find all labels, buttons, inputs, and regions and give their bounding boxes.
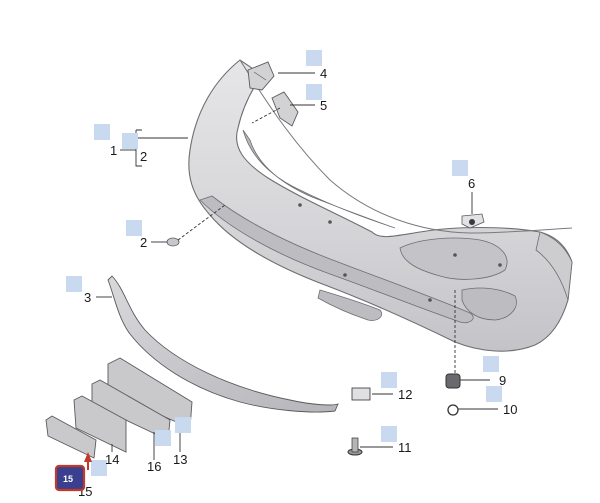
trim-strip-part-3 (107, 275, 339, 413)
callout-5[interactable]: 5 (320, 98, 327, 113)
callout-9[interactable]: 9 (499, 373, 506, 388)
sensor-part-9 (445, 373, 461, 389)
hotspot-16[interactable] (155, 430, 171, 446)
hotspot-13[interactable] (175, 417, 191, 433)
callout-labels: 1 2 2 3 4 5 6 9 10 11 12 13 14 15 16 (78, 66, 517, 499)
callout-1[interactable]: 1 (110, 143, 117, 158)
callout-4[interactable]: 4 (320, 66, 327, 81)
callout-6[interactable]: 6 (468, 176, 475, 191)
callout-13[interactable]: 13 (173, 452, 187, 467)
bracket-part-4 (247, 61, 275, 91)
clip-part-6 (461, 213, 485, 229)
cap-part-2 (166, 237, 180, 247)
bumper-cover-part (188, 59, 573, 352)
active-marker-15[interactable]: 15 (54, 452, 92, 492)
callout-16[interactable]: 16 (147, 459, 161, 474)
callout-12[interactable]: 12 (398, 387, 412, 402)
marker-arrow-icon (84, 452, 92, 470)
hotspot-3[interactable] (66, 276, 82, 292)
plate-part-14 (73, 395, 127, 453)
callout-11[interactable]: 11 (398, 440, 412, 455)
callout-2a[interactable]: 2 (140, 149, 147, 164)
active-marker-label: 15 (63, 474, 73, 484)
callout-14[interactable]: 14 (105, 452, 119, 467)
hotspot-2[interactable] (126, 220, 142, 236)
clip-part-12 (351, 387, 371, 401)
ring-part-10 (447, 404, 459, 416)
callout-2b[interactable]: 2 (140, 235, 147, 250)
callout-10[interactable]: 10 (503, 402, 517, 417)
hotspot-14[interactable] (91, 460, 107, 476)
hotspot-10[interactable] (486, 386, 502, 402)
hotspot-1a[interactable] (94, 124, 110, 140)
hotspot-4[interactable] (306, 50, 322, 66)
hotspot-1b[interactable] (122, 133, 138, 149)
marker-box (54, 464, 86, 492)
hotspot-5[interactable] (306, 84, 322, 100)
plate-part-15 (45, 415, 97, 459)
callout-3[interactable]: 3 (84, 290, 91, 305)
hotspot-11[interactable] (381, 426, 397, 442)
screw-part-11 (347, 437, 363, 456)
hotspot-9[interactable] (483, 356, 499, 372)
bracket-part-5 (271, 91, 299, 127)
leader-lines (96, 72, 498, 460)
hotspot-6[interactable] (452, 160, 468, 176)
hotspots (66, 50, 502, 476)
hotspot-12[interactable] (381, 372, 397, 388)
